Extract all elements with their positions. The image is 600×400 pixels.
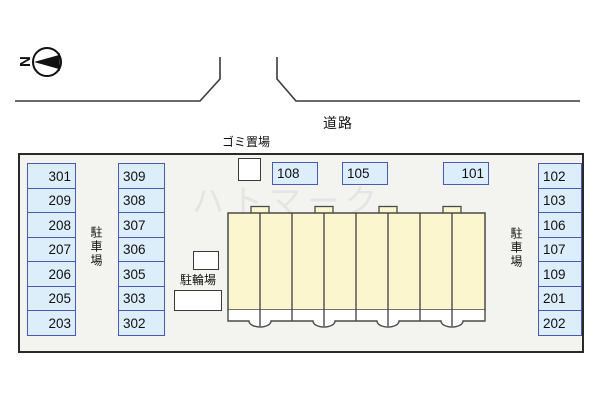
parking-space: 301	[27, 163, 76, 189]
parking-space: 203	[27, 310, 76, 336]
building	[227, 205, 486, 328]
parking-space: 302	[118, 310, 165, 336]
parking-space: 103	[538, 187, 582, 214]
parking-space: 209	[27, 187, 76, 214]
parking-space: 109	[538, 261, 582, 287]
parking-space: 309	[118, 163, 165, 189]
parking-space: 207	[27, 236, 76, 263]
parking-space: 303	[118, 285, 165, 312]
parking-space: 205	[27, 285, 76, 312]
parking-column-left: 301 209 208 207 206 205 203	[27, 163, 76, 336]
parking-column-second: 309 308 307 306 305 303 302	[118, 163, 165, 336]
parking-space: 202	[538, 310, 582, 336]
parking-space: 308	[118, 187, 165, 214]
north-arrow-icon	[32, 47, 62, 77]
garbage-box	[238, 158, 261, 181]
parking-space: 206	[27, 261, 76, 287]
parking-space: 307	[118, 212, 165, 238]
parking-space: 306	[118, 236, 165, 263]
parking-space: 305	[118, 261, 165, 287]
garbage-area-label: ゴミ置場	[222, 135, 271, 149]
parking-lot-label-left: 駐車場	[89, 226, 103, 268]
parking-space: 107	[538, 236, 582, 263]
bicycle-parking-box-lower	[174, 290, 222, 311]
bicycle-parking-box-upper	[193, 251, 219, 270]
bicycle-parking-label: 駐輪場	[180, 273, 217, 287]
parking-space: 208	[27, 212, 76, 238]
parking-space: 105	[342, 162, 388, 185]
parking-space: 108	[272, 162, 318, 185]
parking-column-right: 102 103 106 107 109 201 202	[538, 163, 582, 336]
parking-space: 201	[538, 285, 582, 312]
parking-space: 106	[538, 212, 582, 238]
parking-lot-label-right: 駐車場	[509, 227, 523, 269]
road-lines	[15, 57, 580, 102]
parking-space: 102	[538, 163, 582, 189]
parking-space: 101	[443, 162, 489, 185]
road-label: 道路	[323, 115, 353, 131]
